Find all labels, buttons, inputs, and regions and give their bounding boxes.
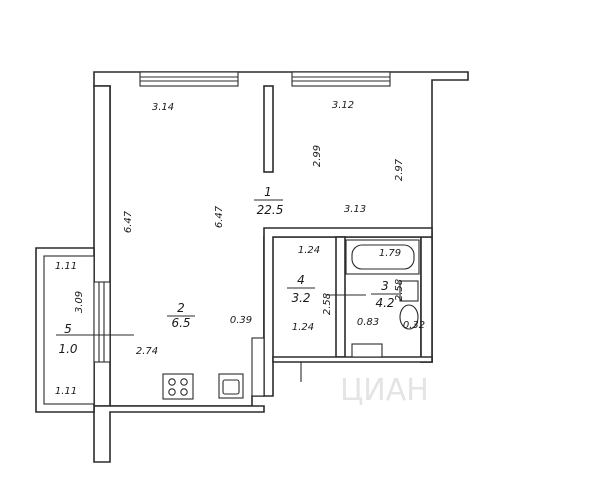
partition-wall (263, 85, 274, 173)
dimension-label: 0.39 (230, 315, 252, 326)
window-icon (291, 71, 391, 87)
svg-text:6.5: 6.5 (171, 316, 190, 330)
balcony-floor (43, 255, 95, 405)
dimension-label: 1.79 (379, 248, 401, 259)
dimension-label: 3.09 (74, 291, 85, 313)
toilet-icon (399, 280, 419, 330)
dimension-label: 1.11 (55, 386, 77, 397)
dimension-label: 2.74 (136, 346, 158, 357)
dimension-label: 0.83 (357, 317, 379, 328)
dimension-label: 1.24 (292, 322, 314, 333)
dimension-label: 0.32 (403, 320, 425, 331)
dimension-label: 6.47 (123, 210, 134, 233)
room-2-label: 2 6.5 (167, 301, 195, 330)
sink-icon (218, 373, 244, 399)
dimension-label: 2.97 (394, 158, 405, 181)
dimension-label: 1.11 (55, 261, 77, 272)
dimension-label: 2.58 (322, 293, 333, 315)
dimension-label: 3.12 (332, 100, 354, 111)
room-3-label: 3 4.2 (371, 279, 399, 310)
svg-text:3: 3 (381, 279, 389, 293)
room-5-label: 5 1.0 (58, 322, 77, 356)
dimension-label: 2.58 (394, 279, 405, 301)
bathroom-partition (335, 236, 346, 358)
window-icon (139, 71, 239, 87)
outer-wall-right (420, 236, 433, 363)
bath-shelf (351, 343, 383, 358)
room-4-label: 4 3.2 (287, 273, 315, 305)
wall-base (93, 405, 265, 463)
svg-text:2: 2 (177, 301, 185, 315)
svg-text:1: 1 (264, 185, 272, 199)
dimension-label: 2.99 (312, 145, 323, 167)
bathroom-base (272, 356, 433, 363)
svg-text:1.0: 1.0 (58, 342, 77, 356)
svg-text:3.2: 3.2 (291, 291, 310, 305)
stove-icon (162, 373, 194, 400)
bathtub-icon (345, 239, 420, 275)
window-icon (93, 281, 111, 363)
watermark: ЦИАН (340, 373, 429, 408)
kitchen-counter (251, 337, 265, 397)
room-1-label: 1 22.5 (254, 185, 283, 217)
dimension-label: 1.24 (298, 245, 320, 256)
svg-text:22.5: 22.5 (257, 203, 284, 217)
svg-text:4.2: 4.2 (375, 296, 394, 310)
dimension-label: 3.14 (152, 102, 174, 113)
dimension-label: 6.47 (214, 205, 225, 228)
svg-text:5: 5 (64, 322, 72, 336)
dimension-label: 3.13 (344, 204, 366, 215)
svg-text:4: 4 (297, 273, 305, 287)
